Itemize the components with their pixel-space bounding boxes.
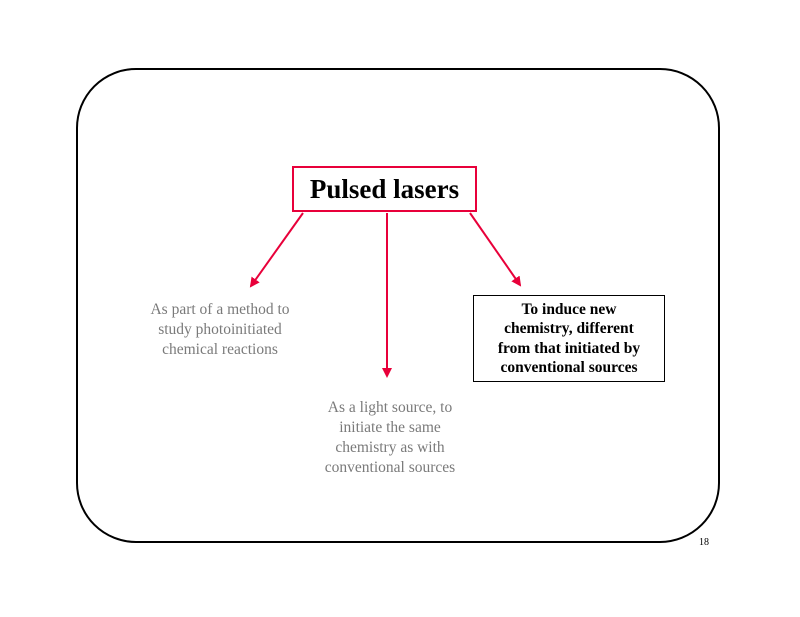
arrow-left <box>249 212 304 288</box>
slide-title: Pulsed lasers <box>309 173 460 204</box>
branch-center-line: As a light source, to <box>327 399 453 416</box>
branch-left-text: As part of a method to study photoinitia… <box>130 300 310 360</box>
branch-left-line: chemical reactions <box>162 341 278 358</box>
branch-right-line: from that initiated by <box>497 339 641 357</box>
branch-center-line: conventional sources <box>324 459 456 476</box>
branch-left-line: As part of a method to <box>150 301 290 318</box>
branch-center-line: chemistry as with <box>335 439 445 456</box>
branch-center-text: As a light source, to initiate the same … <box>300 398 480 478</box>
branch-right-line: To induce new <box>521 300 617 318</box>
slide-frame <box>76 68 720 543</box>
arrow-right <box>469 212 522 287</box>
branch-center-line: initiate the same <box>339 419 441 436</box>
page-number: 18 <box>699 537 709 548</box>
title-box: Pulsed lasers <box>292 166 477 212</box>
branch-right-line: chemistry, different <box>504 320 634 337</box>
branch-right-box: To induce new chemistry, different from … <box>473 295 665 382</box>
branch-right-line: conventional sources <box>500 359 638 376</box>
branch-right-text: To induce new chemistry, different from … <box>498 300 640 378</box>
branch-left-line: study photoinitiated <box>158 321 282 338</box>
